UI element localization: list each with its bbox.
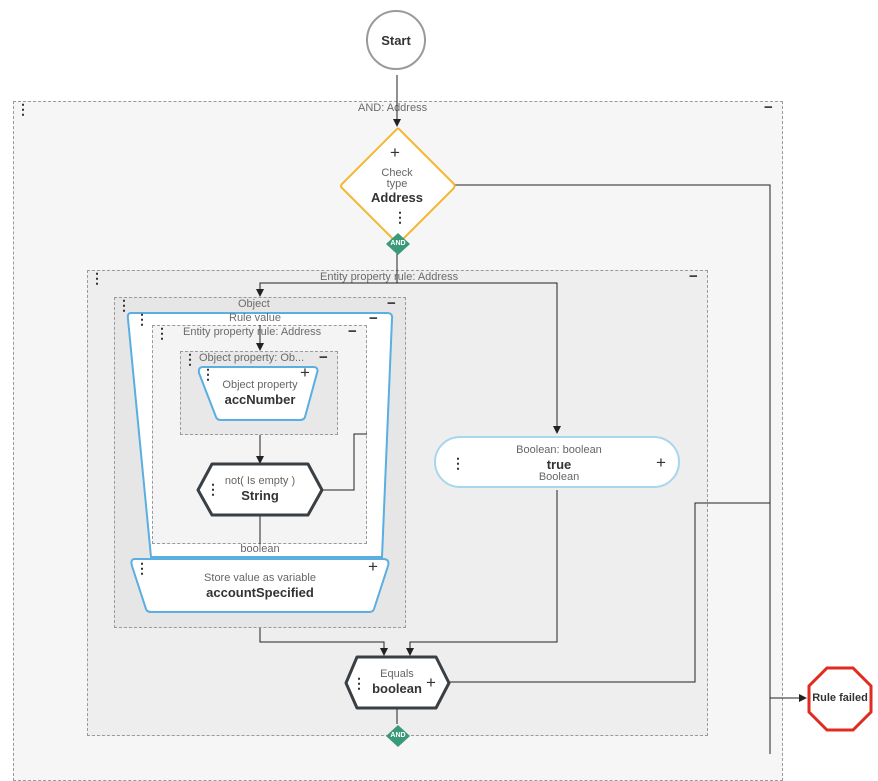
add-icon[interactable]: + [656,453,666,472]
check-type-value: Address [370,190,424,205]
node-menu-icon[interactable]: ⋮ [135,560,149,576]
not-empty-value: String [241,488,279,503]
group-menu-icon[interactable]: ⋮ [90,270,104,286]
equals-caption: Equals [380,668,414,680]
check-type-line1: Check [381,167,413,179]
boolean-caption: Boolean: boolean [516,444,602,456]
group-menu-icon[interactable]: ⋮ [16,101,30,117]
not-empty-caption: not( Is empty ) [224,475,296,487]
group-label: Entity property rule: Address [320,271,459,283]
equals-value: boolean [372,681,422,696]
group-menu-icon[interactable]: ⋮ [183,351,197,367]
boolean-constant-node[interactable]: ⋮ + Boolean: boolean true Boolean [434,436,680,488]
collapse-icon[interactable]: − [764,99,773,116]
group-label: Entity property rule: Address [183,326,322,338]
store-value-value: accountSpecified [206,585,314,600]
group-menu-icon[interactable]: ⋮ [155,325,169,341]
store-value-node[interactable] [129,557,393,615]
node-menu-icon[interactable]: ⋮ [206,481,220,497]
node-menu-icon[interactable]: ⋮ [352,675,366,691]
store-value-caption: Store value as variable [204,572,316,584]
object-property-caption: Object property [222,379,298,391]
collapse-icon[interactable]: − [348,323,357,340]
group-label: Object [238,298,270,310]
add-icon[interactable]: + [300,363,310,382]
add-icon[interactable]: + [426,673,436,692]
node-menu-icon[interactable]: ⋮ [451,455,465,471]
and-badge-label: AND [390,240,406,247]
group-label: Object property: Ob... [199,352,305,364]
group-menu-icon[interactable]: ⋮ [117,297,131,313]
add-icon[interactable]: + [368,557,378,576]
object-property-node[interactable] [195,365,325,423]
and-badge-icon [386,233,410,255]
rule-value-label: Rule value [229,312,281,324]
rule-failed-node[interactable] [807,666,873,732]
rule-failed-label: Rule failed [812,692,868,704]
boolean-value: true [546,457,572,472]
not-empty-node[interactable] [196,462,326,518]
group-label: AND: Address [358,102,428,114]
node-menu-icon[interactable]: ⋮ [201,366,215,382]
and-badge-label: AND [390,732,406,739]
node-menu-icon[interactable]: ⋮ [393,209,407,225]
start-node[interactable]: Start [366,10,426,70]
and-badge-icon [386,725,410,747]
connectors [256,75,807,754]
check-type-line2: type [386,178,408,190]
collapse-icon[interactable]: − [689,268,698,285]
collapse-icon[interactable]: − [387,295,396,312]
rule-value-menu-icon[interactable]: ⋮ [135,311,149,327]
boolean-output-label: boolean [240,543,280,555]
object-property-value: accNumber [224,392,296,407]
equals-node[interactable] [344,655,452,711]
add-icon[interactable]: + [390,143,400,162]
boolean-type: Boolean [538,471,580,483]
collapse-icon[interactable]: − [369,310,378,327]
start-label: Start [381,32,411,48]
collapse-icon[interactable]: − [319,349,328,366]
